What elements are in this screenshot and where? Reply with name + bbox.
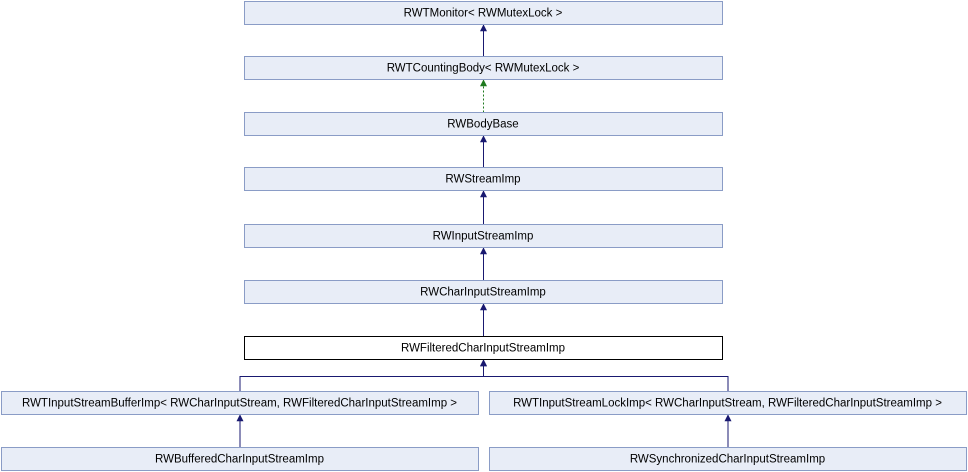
class-node-label: RWBufferedCharInputStreamImp xyxy=(155,454,324,466)
class-node-box xyxy=(244,336,723,360)
class-node-label: RWBodyBase xyxy=(447,119,518,131)
class-node-box[interactable] xyxy=(1,447,479,471)
class-node-rwfilteredcharinputstreamimp: RWFilteredCharInputStreamImp xyxy=(244,336,723,360)
class-node-box[interactable] xyxy=(244,224,723,248)
class-node-rwstreamimp[interactable]: RWStreamImp xyxy=(244,167,723,191)
class-node-label: RWFilteredCharInputStreamImp xyxy=(401,343,565,355)
class-node-label: RWTInputStreamLockImp< RWCharInputStream… xyxy=(513,398,942,410)
class-node-rwbufferedcharinputstreamimp[interactable]: RWBufferedCharInputStreamImp xyxy=(1,447,479,471)
class-node-box[interactable] xyxy=(244,167,723,191)
class-node-label: RWTInputStreamBufferImp< RWCharInputStre… xyxy=(22,398,457,410)
class-node-rwtinputstreamlockimp[interactable]: RWTInputStreamLockImp< RWCharInputStream… xyxy=(489,391,967,415)
class-node-label: RWCharInputStreamImp xyxy=(420,287,546,299)
class-node-box[interactable] xyxy=(244,56,723,80)
class-node-rwtcountingbody[interactable]: RWTCountingBody< RWMutexLock > xyxy=(244,56,723,80)
class-node-rwinputstreamimp[interactable]: RWInputStreamImp xyxy=(244,224,723,248)
class-node-box[interactable] xyxy=(489,391,967,415)
class-node-label: RWTCountingBody< RWMutexLock > xyxy=(387,63,580,75)
class-node-label: RWStreamImp xyxy=(445,174,520,186)
class-node-rwsynchronizedcharinputstreamimp[interactable]: RWSynchronizedCharInputStreamImp xyxy=(489,447,967,471)
class-node-box[interactable] xyxy=(244,112,723,136)
class-node-label: RWTMonitor< RWMutexLock > xyxy=(404,8,563,20)
class-node-rwtmonitor[interactable]: RWTMonitor< RWMutexLock > xyxy=(244,1,723,25)
class-node-box[interactable] xyxy=(244,280,723,304)
class-node-label: RWInputStreamImp xyxy=(433,231,534,243)
edge-rwtinputstreambufferimp-to-rwfilteredcharinputstreamimp xyxy=(239,359,487,392)
edges-layer xyxy=(236,24,732,448)
class-node-box[interactable] xyxy=(489,447,967,471)
class-node-rwbodybase[interactable]: RWBodyBase xyxy=(244,112,723,136)
class-node-box[interactable] xyxy=(1,391,479,415)
edge-rwtinputstreamlockimp-to-rwfilteredcharinputstreamimp xyxy=(480,359,729,392)
class-node-box[interactable] xyxy=(244,1,723,25)
class-node-rwcharinputstreamimp[interactable]: RWCharInputStreamImp xyxy=(244,280,723,304)
class-node-rwtinputstreambufferimp[interactable]: RWTInputStreamBufferImp< RWCharInputStre… xyxy=(1,391,479,415)
class-node-label: RWSynchronizedCharInputStreamImp xyxy=(630,454,825,466)
